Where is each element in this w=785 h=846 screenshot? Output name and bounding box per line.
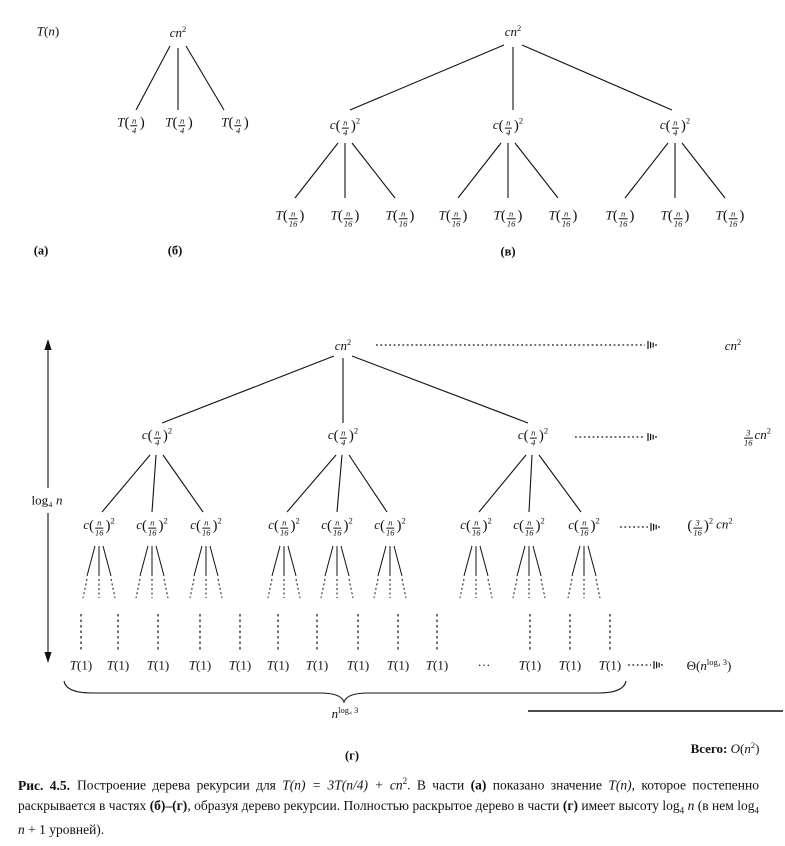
ellipsis: ··· <box>477 657 491 673</box>
tree-g-leaf-t1: T(1) <box>266 657 290 673</box>
caption-number: Рис. 4.5. <box>18 777 71 793</box>
tree-g-leaf-t1: T(1) <box>188 657 212 673</box>
part-label-a: (а) <box>33 243 49 258</box>
row-cost-leaves: Θ(nlog₄ 3) <box>686 656 732 674</box>
tree-g-leaf-t1: T(1) <box>386 657 410 673</box>
tree-g-leaf-t1: T(1) <box>518 657 542 673</box>
figure-caption: Рис. 4.5.Построение дерева рекурсии для … <box>18 776 760 838</box>
part-label-g: (г) <box>344 748 360 763</box>
tree-g-leaf-t1: T(1) <box>69 657 93 673</box>
tree-g-leaf-t1: T(1) <box>425 657 449 673</box>
total-cost-label: Всего: O(n2) <box>690 739 760 757</box>
row-cost-level0: cn2 <box>724 336 742 354</box>
tree-v-root: cn2 <box>504 22 522 40</box>
tree-g-leaf-t1: T(1) <box>346 657 370 673</box>
tree-g-leaf-t1: T(1) <box>106 657 130 673</box>
part-label-v: (в) <box>500 244 516 259</box>
tree-g-leaf-t1: T(1) <box>228 657 252 673</box>
tree-b-root: cn2 <box>169 23 187 41</box>
tree-height-label: log₄ n <box>29 492 65 508</box>
tree-g-leaf-t1: T(1) <box>305 657 329 673</box>
tree-g-leaf-t1: T(1) <box>146 657 170 673</box>
tree-g-root: cn2 <box>334 336 352 354</box>
part-label-b: (б) <box>167 243 183 258</box>
leaf-count-label: nlog₄ 3 <box>331 704 359 722</box>
tree-g-leaf-t1: T(1) <box>558 657 582 673</box>
caption-text: Построение дерева рекурсии для <box>77 777 283 793</box>
tree-a-root: T(n) <box>36 23 60 39</box>
tree-g-leaf-t1: T(1) <box>598 657 622 673</box>
